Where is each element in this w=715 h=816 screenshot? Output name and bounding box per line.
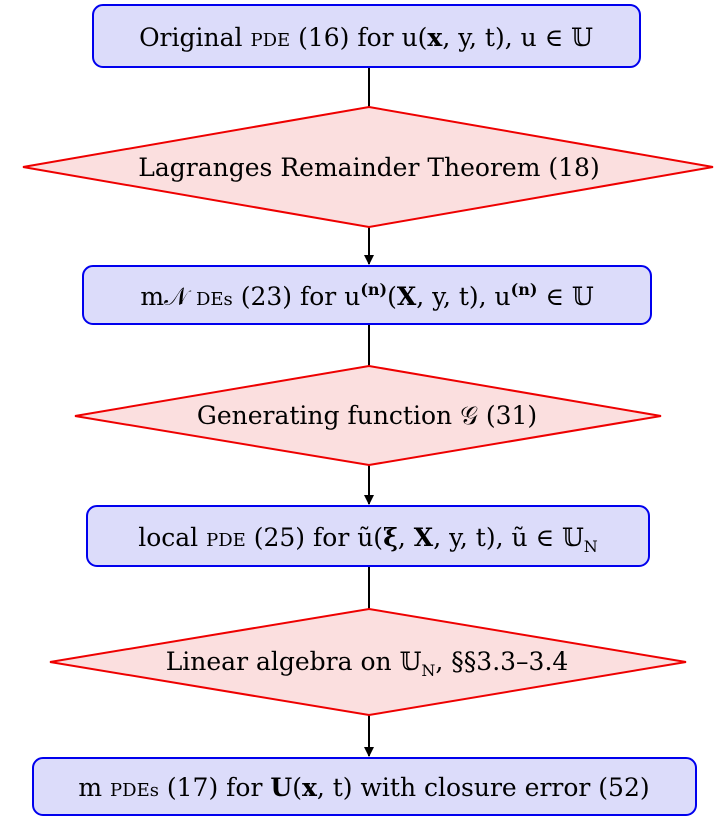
label-part: , y, t), ũ ∈ 𝕌 xyxy=(433,523,584,552)
step-linear-algebra: Linear algebra on 𝕌N, §§3.3–3.4 xyxy=(49,607,687,717)
label-part: , §§3.3–3.4 xyxy=(435,647,568,676)
label-part: , y, t), u ∈ 𝕌 xyxy=(442,23,593,52)
label-part: U xyxy=(270,773,292,802)
step-mn-des-label: m𝒩 DEs (23) for u(n)(X, y, t), u(n) ∈ 𝕌 xyxy=(140,280,593,311)
step-local-pde-label: local PDE (25) for ũ(ξ, X, y, t), ũ ∈ 𝕌N xyxy=(138,523,598,556)
step-m-pdes-box xyxy=(32,757,697,816)
label-part: ( xyxy=(387,282,397,311)
label-part: (n) xyxy=(511,280,538,299)
label-part: Original xyxy=(139,23,250,52)
label-part: Linear algebra on 𝕌 xyxy=(166,647,422,676)
label-part: u( xyxy=(402,23,428,52)
label-part: X xyxy=(397,282,417,311)
step-original-pde-label: Original PDE (16) for u(x, y, t), u ∈ 𝕌 xyxy=(139,23,593,52)
label-part: x xyxy=(427,23,443,52)
label-part: , xyxy=(398,523,414,552)
label-part: PDEs xyxy=(110,780,159,801)
label-part: ∈ 𝕌 xyxy=(537,282,593,311)
label-part: PDE xyxy=(250,30,290,51)
step-generating-function: Generating function 𝒢 (31) xyxy=(74,364,662,467)
step-local-pde-box xyxy=(86,505,650,567)
step-linear-algebra-diamond xyxy=(49,607,687,717)
label-part: N xyxy=(584,537,598,556)
step-local-pde: local PDE (25) for ũ(ξ, X, y, t), ũ ∈ 𝕌N xyxy=(86,505,650,567)
label-part: (17) for xyxy=(159,773,270,802)
step-mn-des-box xyxy=(82,265,652,325)
label-part: , t) with closure error (52) xyxy=(317,773,650,802)
label-part: (16) for xyxy=(290,23,401,52)
label-part: m𝒩 xyxy=(140,282,196,311)
label-part: local xyxy=(138,523,206,552)
step-mn-des: m𝒩 DEs (23) for u(n)(X, y, t), u(n) ∈ 𝕌 xyxy=(82,265,652,325)
step-m-pdes: m PDEs (17) for U(x, t) with closure err… xyxy=(32,757,697,816)
step-lagrange-remainder-label: Lagranges Remainder Theorem (18) xyxy=(138,153,599,182)
label-part: X xyxy=(414,523,434,552)
label-part: (23) for xyxy=(233,282,344,311)
step-original-pde: Original PDE (16) for u(x, y, t), u ∈ 𝕌 xyxy=(92,4,641,68)
step-original-pde-box xyxy=(92,4,641,68)
label-part: ξ xyxy=(383,523,398,552)
label-part: u xyxy=(344,282,360,311)
label-part: , y, t), u xyxy=(416,282,510,311)
step-m-pdes-label: m PDEs (17) for U(x, t) with closure err… xyxy=(78,773,649,802)
step-lagrange-remainder-diamond xyxy=(22,105,714,229)
step-generating-function-diamond xyxy=(74,364,662,467)
step-linear-algebra-label: Linear algebra on 𝕌N, §§3.3–3.4 xyxy=(166,647,569,680)
label-part: ( xyxy=(292,773,302,802)
step-generating-function-label: Generating function 𝒢 (31) xyxy=(197,401,537,430)
label-part: x xyxy=(302,773,318,802)
label-part: m xyxy=(78,773,110,802)
label-part: PDE xyxy=(206,530,246,551)
step-lagrange-remainder: Lagranges Remainder Theorem (18) xyxy=(22,105,714,229)
label-part: (25) for ũ( xyxy=(246,523,383,552)
label-part: DEs xyxy=(196,289,233,310)
label-part: (n) xyxy=(360,280,387,299)
label-part: N xyxy=(421,661,435,680)
